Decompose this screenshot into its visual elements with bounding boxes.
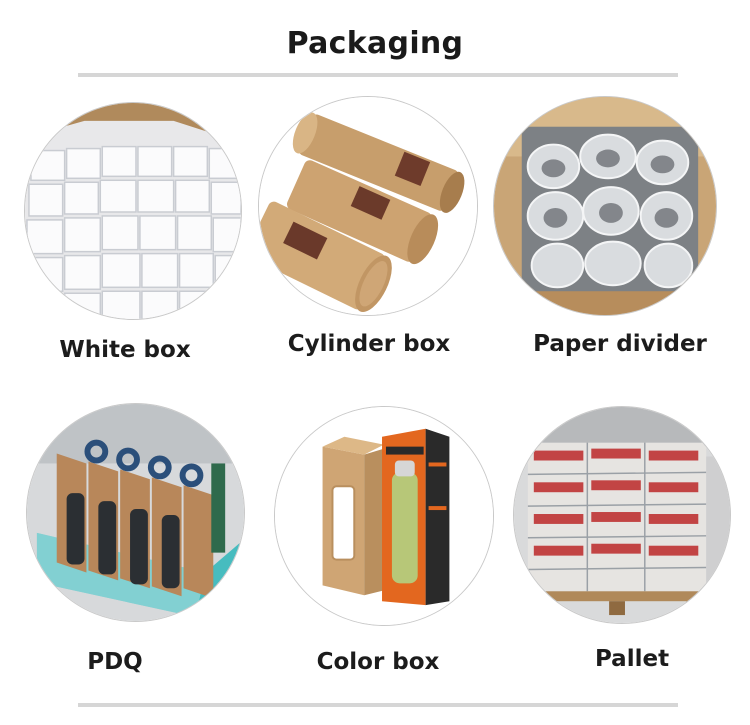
color-box-image bbox=[274, 406, 494, 626]
cylinder-box-label: Cylinder box bbox=[287, 331, 451, 357]
cylinder-box-image bbox=[258, 96, 478, 316]
top-divider bbox=[78, 73, 678, 77]
pallet-image bbox=[513, 406, 731, 624]
pdq-image bbox=[26, 403, 245, 622]
white-box-label: White box bbox=[59, 337, 191, 363]
pdq-label: PDQ bbox=[87, 649, 143, 675]
paper-divider-label: Paper divider bbox=[533, 331, 707, 357]
bottom-divider bbox=[78, 703, 678, 707]
color-box-label: Color box bbox=[316, 649, 440, 675]
pallet-label: Pallet bbox=[594, 646, 670, 672]
white-box-image bbox=[24, 102, 242, 320]
page-title: Packaging bbox=[286, 26, 464, 61]
paper-divider-image bbox=[493, 96, 717, 316]
